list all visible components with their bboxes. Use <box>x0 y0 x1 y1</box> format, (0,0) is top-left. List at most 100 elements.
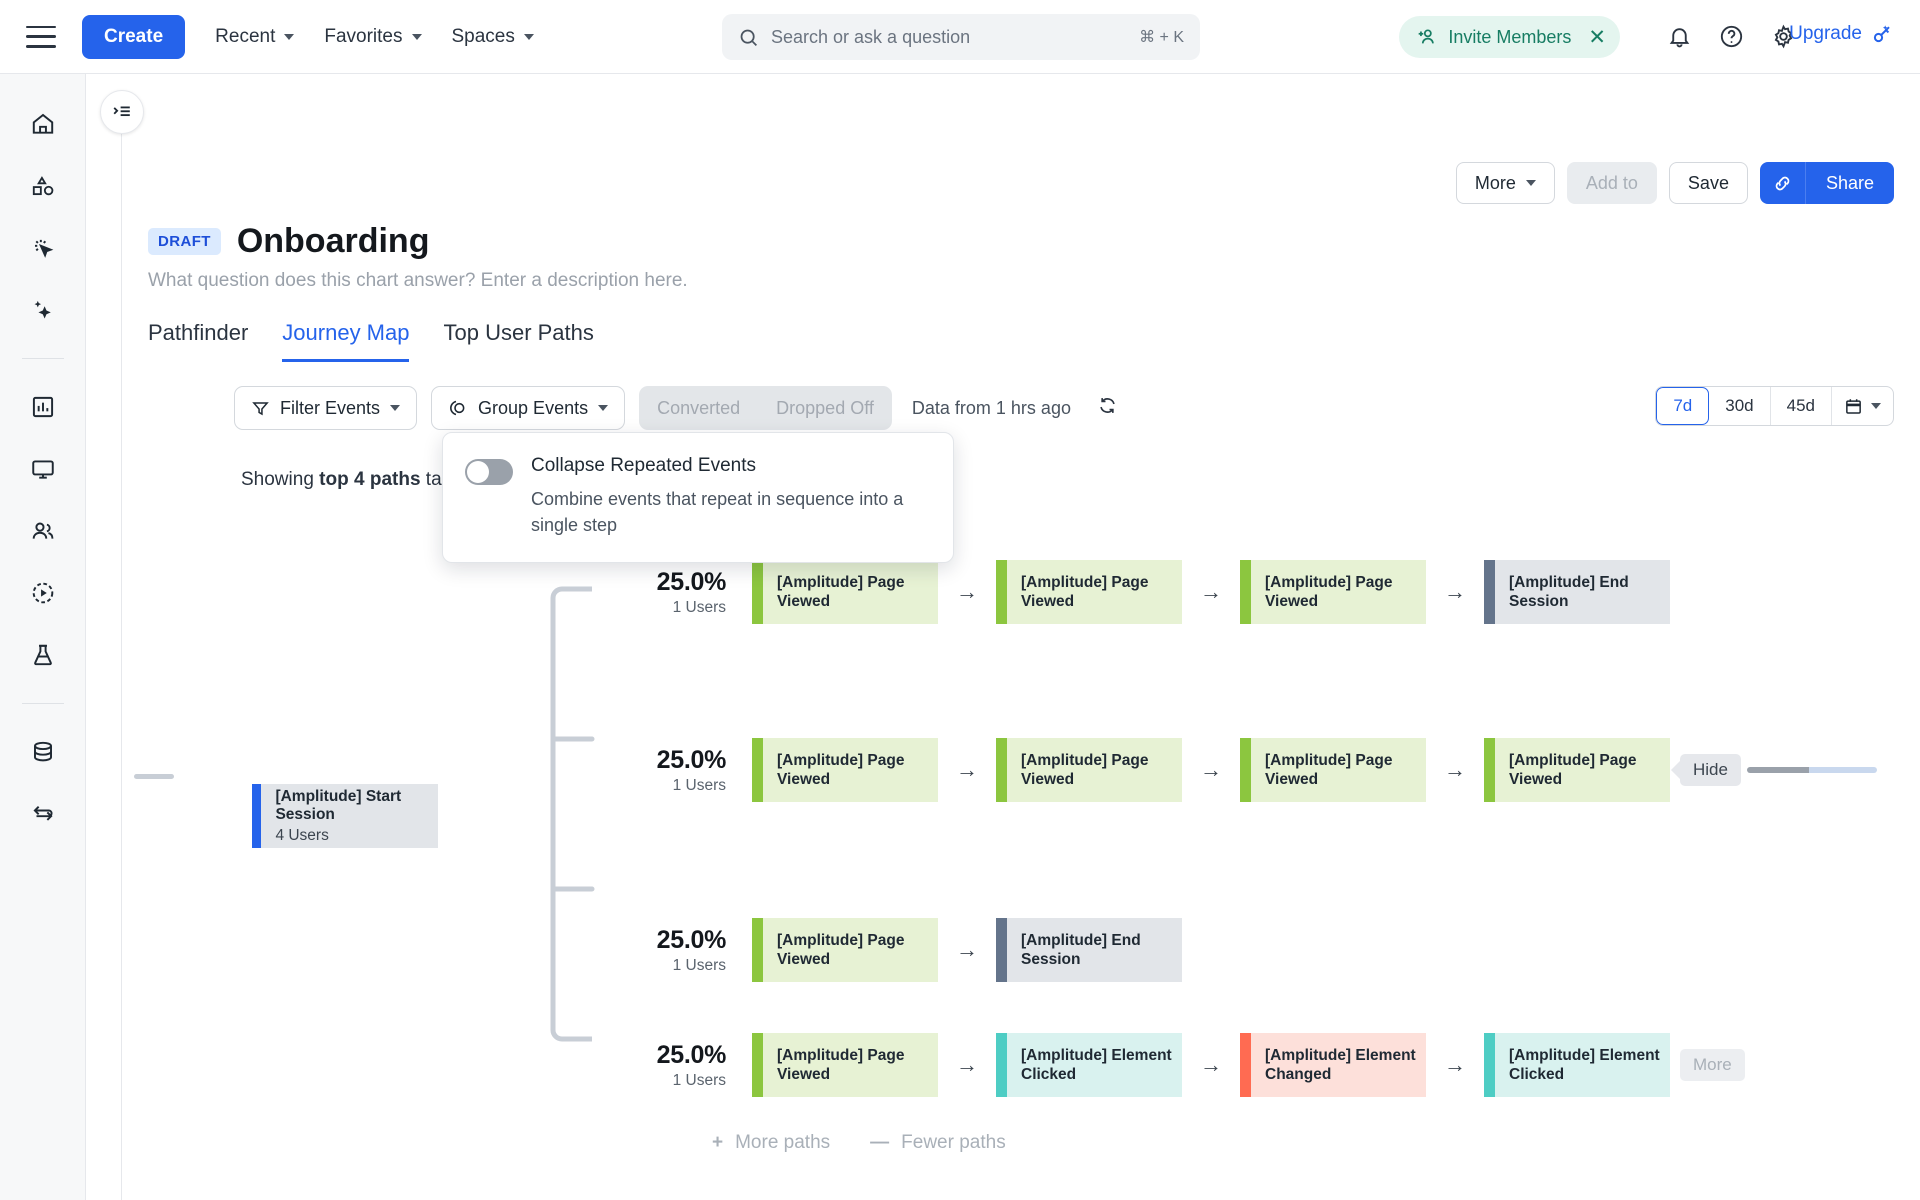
arrow-right-icon: → <box>1200 757 1222 782</box>
chevron-down-icon <box>598 405 609 411</box>
description-input[interactable]: What question does this chart answer? En… <box>148 270 688 291</box>
node-accent-bar <box>1240 1033 1251 1097</box>
journey-start-node[interactable]: [Amplitude] Start Session 4 Users <box>252 784 438 848</box>
journey-end-node[interactable]: [Amplitude] End Session <box>996 918 1182 982</box>
add-to-button[interactable]: Add to <box>1566 162 1657 204</box>
node-accent-bar <box>996 738 1007 802</box>
node-accent-bar <box>252 784 262 848</box>
journey-map-canvas: [Amplitude] Start Session 4 Users 25.0% … <box>134 524 1920 1174</box>
fewer-paths-button[interactable]: — Fewer paths <box>870 1132 1006 1154</box>
upgrade-button[interactable]: Upgrade <box>1789 22 1894 46</box>
tab-top-user-paths[interactable]: Top User Paths <box>443 320 594 345</box>
create-button[interactable]: Create <box>82 14 186 59</box>
progress-filled <box>1746 767 1809 773</box>
path-count-controls: + More paths — Fewer paths <box>712 1132 1006 1154</box>
nav-favorites[interactable]: Favorites <box>324 26 422 48</box>
node-accent-bar <box>752 1033 763 1097</box>
chart-toolbar: Filter Events Group Events Converted Dro… <box>234 386 1118 430</box>
upgrade-label: Upgrade <box>1789 23 1862 44</box>
sidebar-item-charts[interactable] <box>23 387 63 427</box>
range-30d[interactable]: 30d <box>1709 387 1771 425</box>
journey-step-node[interactable]: [Amplitude] Element Changed <box>1240 1033 1426 1097</box>
step-label: [Amplitude] Element Clicked <box>1021 1046 1172 1083</box>
chevron-down-icon <box>523 33 534 40</box>
page-title[interactable]: Onboarding <box>236 222 430 260</box>
segment-dropped-off[interactable]: Dropped Off <box>776 398 874 418</box>
sidebar-item-shapes[interactable] <box>23 166 63 206</box>
bell-icon[interactable] <box>1667 24 1692 54</box>
copy-link-button[interactable] <box>1759 162 1806 204</box>
more-pill-button[interactable]: More <box>1680 1049 1745 1081</box>
search-input[interactable]: Search or ask a question ⌘ + K <box>722 14 1200 60</box>
group-icon <box>450 400 465 416</box>
left-sidebar-rail <box>0 74 86 1200</box>
path-percent-block: 25.0% 1 Users <box>632 1041 752 1090</box>
sidebar-item-sessions[interactable] <box>23 573 63 613</box>
step-label: [Amplitude] Page Viewed <box>1509 751 1637 788</box>
hide-pill-button[interactable]: Hide <box>1680 754 1741 786</box>
journey-step-node[interactable]: [Amplitude] Page Viewed <box>996 738 1182 802</box>
sidebar-item-sparkle[interactable] <box>23 290 63 330</box>
journey-step-node[interactable]: [Amplitude] Page Viewed <box>752 738 938 802</box>
sidebar-item-click[interactable] <box>23 228 63 268</box>
branch-connectors <box>550 586 595 1042</box>
node-accent-bar <box>1484 1033 1495 1097</box>
calendar-icon <box>1846 398 1861 414</box>
journey-step-node[interactable]: [Amplitude] Page Viewed <box>1240 560 1426 624</box>
popup-description: Combine events that repeat in sequence i… <box>531 489 904 536</box>
group-events-button[interactable]: Group Events <box>431 386 626 430</box>
filter-events-button[interactable]: Filter Events <box>234 386 418 430</box>
search-placeholder: Search or ask a question <box>771 26 971 47</box>
tab-pathfinder[interactable]: Pathfinder <box>148 320 249 345</box>
journey-path-row: 25.0% 1 Users [Amplitude] Page Viewed → … <box>632 734 1920 806</box>
journey-step-node[interactable]: [Amplitude] Page Viewed <box>752 560 938 624</box>
share-button[interactable]: Share <box>1805 162 1894 204</box>
panel-toggle-button[interactable] <box>100 90 144 134</box>
path-percent-block: 25.0% 1 Users <box>632 746 752 795</box>
sidebar-item-dashboards[interactable] <box>23 449 63 489</box>
journey-step-node[interactable]: [Amplitude] Page Viewed <box>996 560 1182 624</box>
sidebar-item-home[interactable] <box>23 104 63 144</box>
journey-step-node[interactable]: [Amplitude] Page Viewed <box>1240 738 1426 802</box>
add-user-icon <box>1419 29 1435 44</box>
node-accent-bar <box>1240 738 1251 802</box>
journey-step-node[interactable]: [Amplitude] Page Viewed <box>752 1033 938 1097</box>
segment-converted[interactable]: Converted <box>657 398 741 418</box>
flask-icon <box>33 644 52 666</box>
status-badge: DRAFT <box>148 228 221 255</box>
sidebar-item-data[interactable] <box>23 732 63 772</box>
gear-icon[interactable] <box>1771 24 1796 54</box>
nav-recent-label: Recent <box>215 25 276 47</box>
collapse-repeated-events-toggle[interactable] <box>465 459 513 485</box>
close-icon[interactable]: ✕ <box>1588 25 1606 49</box>
collapse-repeated-events-popup: Collapse Repeated Events Combine events … <box>442 432 954 564</box>
range-7d[interactable]: 7d <box>1656 387 1710 425</box>
nav-recent[interactable]: Recent <box>215 25 295 48</box>
journey-step-node[interactable]: [Amplitude] Page Viewed <box>1484 738 1670 802</box>
arrow-right-icon: → <box>956 937 978 962</box>
add-to-label: Add to <box>1585 172 1638 193</box>
tab-bar: Pathfinder Journey Map Top User Paths <box>148 320 594 362</box>
save-button[interactable]: Save <box>1668 162 1748 204</box>
path-percent: 25.0% <box>656 925 727 954</box>
journey-step-node[interactable]: [Amplitude] Page Viewed <box>752 918 938 982</box>
data-freshness-label: Data from 1 hrs ago <box>911 397 1071 418</box>
main-content: More Add to Save Share DRAFT Onboarding … <box>86 74 1920 1200</box>
more-paths-button[interactable]: + More paths <box>712 1132 830 1154</box>
sidebar-item-integrations[interactable] <box>23 794 63 834</box>
refresh-icon[interactable] <box>1097 395 1118 421</box>
help-icon[interactable] <box>1719 24 1744 54</box>
journey-end-node[interactable]: [Amplitude] End Session <box>1484 560 1670 624</box>
invite-members-button[interactable]: Invite Members ✕ <box>1399 16 1620 58</box>
hamburger-icon[interactable] <box>26 25 56 48</box>
sidebar-item-audiences[interactable] <box>23 511 63 551</box>
sidebar-item-experiments[interactable] <box>23 635 63 675</box>
minus-icon: — <box>870 1132 890 1153</box>
range-45d[interactable]: 45d <box>1771 387 1832 425</box>
journey-step-node[interactable]: [Amplitude] Element Clicked <box>996 1033 1182 1097</box>
journey-step-node[interactable]: [Amplitude] Element Clicked <box>1484 1033 1670 1097</box>
nav-spaces[interactable]: Spaces <box>452 26 534 48</box>
tab-journey-map[interactable]: Journey Map <box>282 320 410 362</box>
more-button[interactable]: More <box>1455 162 1555 204</box>
calendar-picker[interactable] <box>1832 387 1893 425</box>
